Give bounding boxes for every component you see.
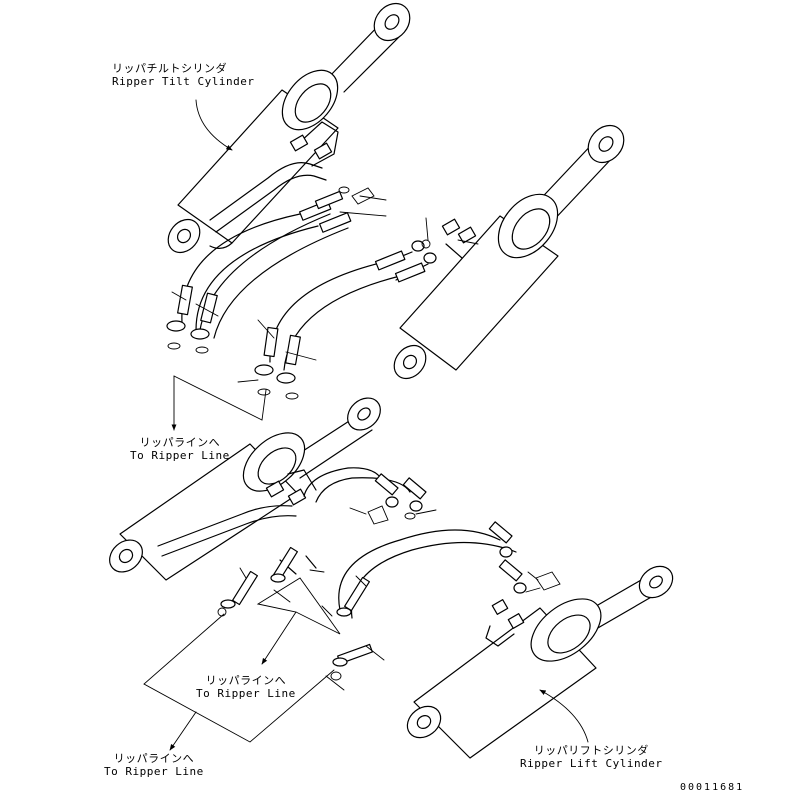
cylinder-barrel: [109, 432, 306, 581]
bolt: [336, 576, 371, 617]
bolt: [270, 546, 299, 583]
bolt: [220, 570, 259, 609]
o-rings-top: [167, 186, 431, 400]
ripper-line-label-1: リッパラインへ To Ripper Line: [130, 436, 230, 462]
ripper-line-collector-3: [143, 613, 335, 751]
cylinder-rod: [285, 397, 381, 479]
cylinder-middle-left: [109, 397, 381, 581]
ripper-line-collector-1: [171, 375, 267, 431]
hose-upper-left-pair: [166, 190, 352, 340]
hose-fitting: [298, 190, 352, 233]
lift-cylinder-leader: [539, 689, 589, 743]
bolt: [332, 643, 373, 667]
tilt-cylinder-right-top: [393, 124, 625, 380]
ripper-line-label-2: リッパラインへ To Ripper Line: [196, 674, 296, 700]
ripper-line-label-jp: リッパラインへ: [139, 436, 221, 449]
ripper-line-label-en: To Ripper Line: [130, 449, 230, 462]
cylinder-barrel: [167, 69, 339, 254]
hose-fitting: [374, 473, 427, 512]
cylinder-rod: [327, 2, 411, 93]
hose-fitting: [166, 284, 218, 340]
port-fittings: [485, 599, 525, 647]
lift-cylinder-label-jp: リッパリフトシリンダ: [533, 744, 649, 757]
tilt-cylinder-tube: [209, 121, 339, 233]
tilt-cylinder-leader: [195, 99, 233, 151]
cylinder-barrel: [393, 193, 559, 380]
ripper-line-label-jp: リッパラインへ: [113, 752, 195, 765]
tilt-cylinder-label-en: Ripper Tilt Cylinder: [112, 75, 255, 88]
callout-leaders-top: [171, 195, 479, 383]
tilt-cylinder-left-top: [167, 2, 411, 254]
lift-cylinder-label-en: Ripper Lift Cylinder: [520, 757, 663, 770]
o-rings: [525, 571, 561, 593]
hose-fitting: [488, 521, 527, 594]
port-fittings: [441, 218, 477, 259]
lift-cylinder-label: リッパリフトシリンダ Ripper Lift Cylinder: [520, 744, 662, 770]
ripper-line-label-3: リッパラインへ To Ripper Line: [104, 752, 204, 778]
hose-upper-right-pair: [254, 240, 437, 384]
ripper-line-label-jp: リッパラインへ: [205, 674, 287, 687]
ripper-line-label-en: To Ripper Line: [104, 765, 204, 778]
flange-block: [289, 134, 309, 152]
flange-block: [313, 142, 333, 160]
ripper-line-collector-2: [256, 577, 341, 665]
hose-long-lower: [279, 521, 527, 619]
tilt-cylinder-label-jp: リッパチルトシリンダ: [112, 62, 227, 75]
lift-cylinder-right-bottom: [406, 565, 674, 759]
fitting-bolts-middle: [217, 546, 385, 691]
hose-middle-loop: [303, 467, 437, 525]
cylinder-barrel: [406, 598, 602, 759]
tilt-cylinder-label: リッパチルトシリンダ Ripper Tilt Cylinder: [112, 62, 254, 88]
cylinder-rod: [531, 124, 625, 225]
ripper-line-label-en: To Ripper Line: [196, 687, 296, 700]
cylinder-tube: [157, 469, 317, 557]
hose-fitting: [254, 240, 437, 384]
document-number: 00011681: [680, 782, 745, 793]
